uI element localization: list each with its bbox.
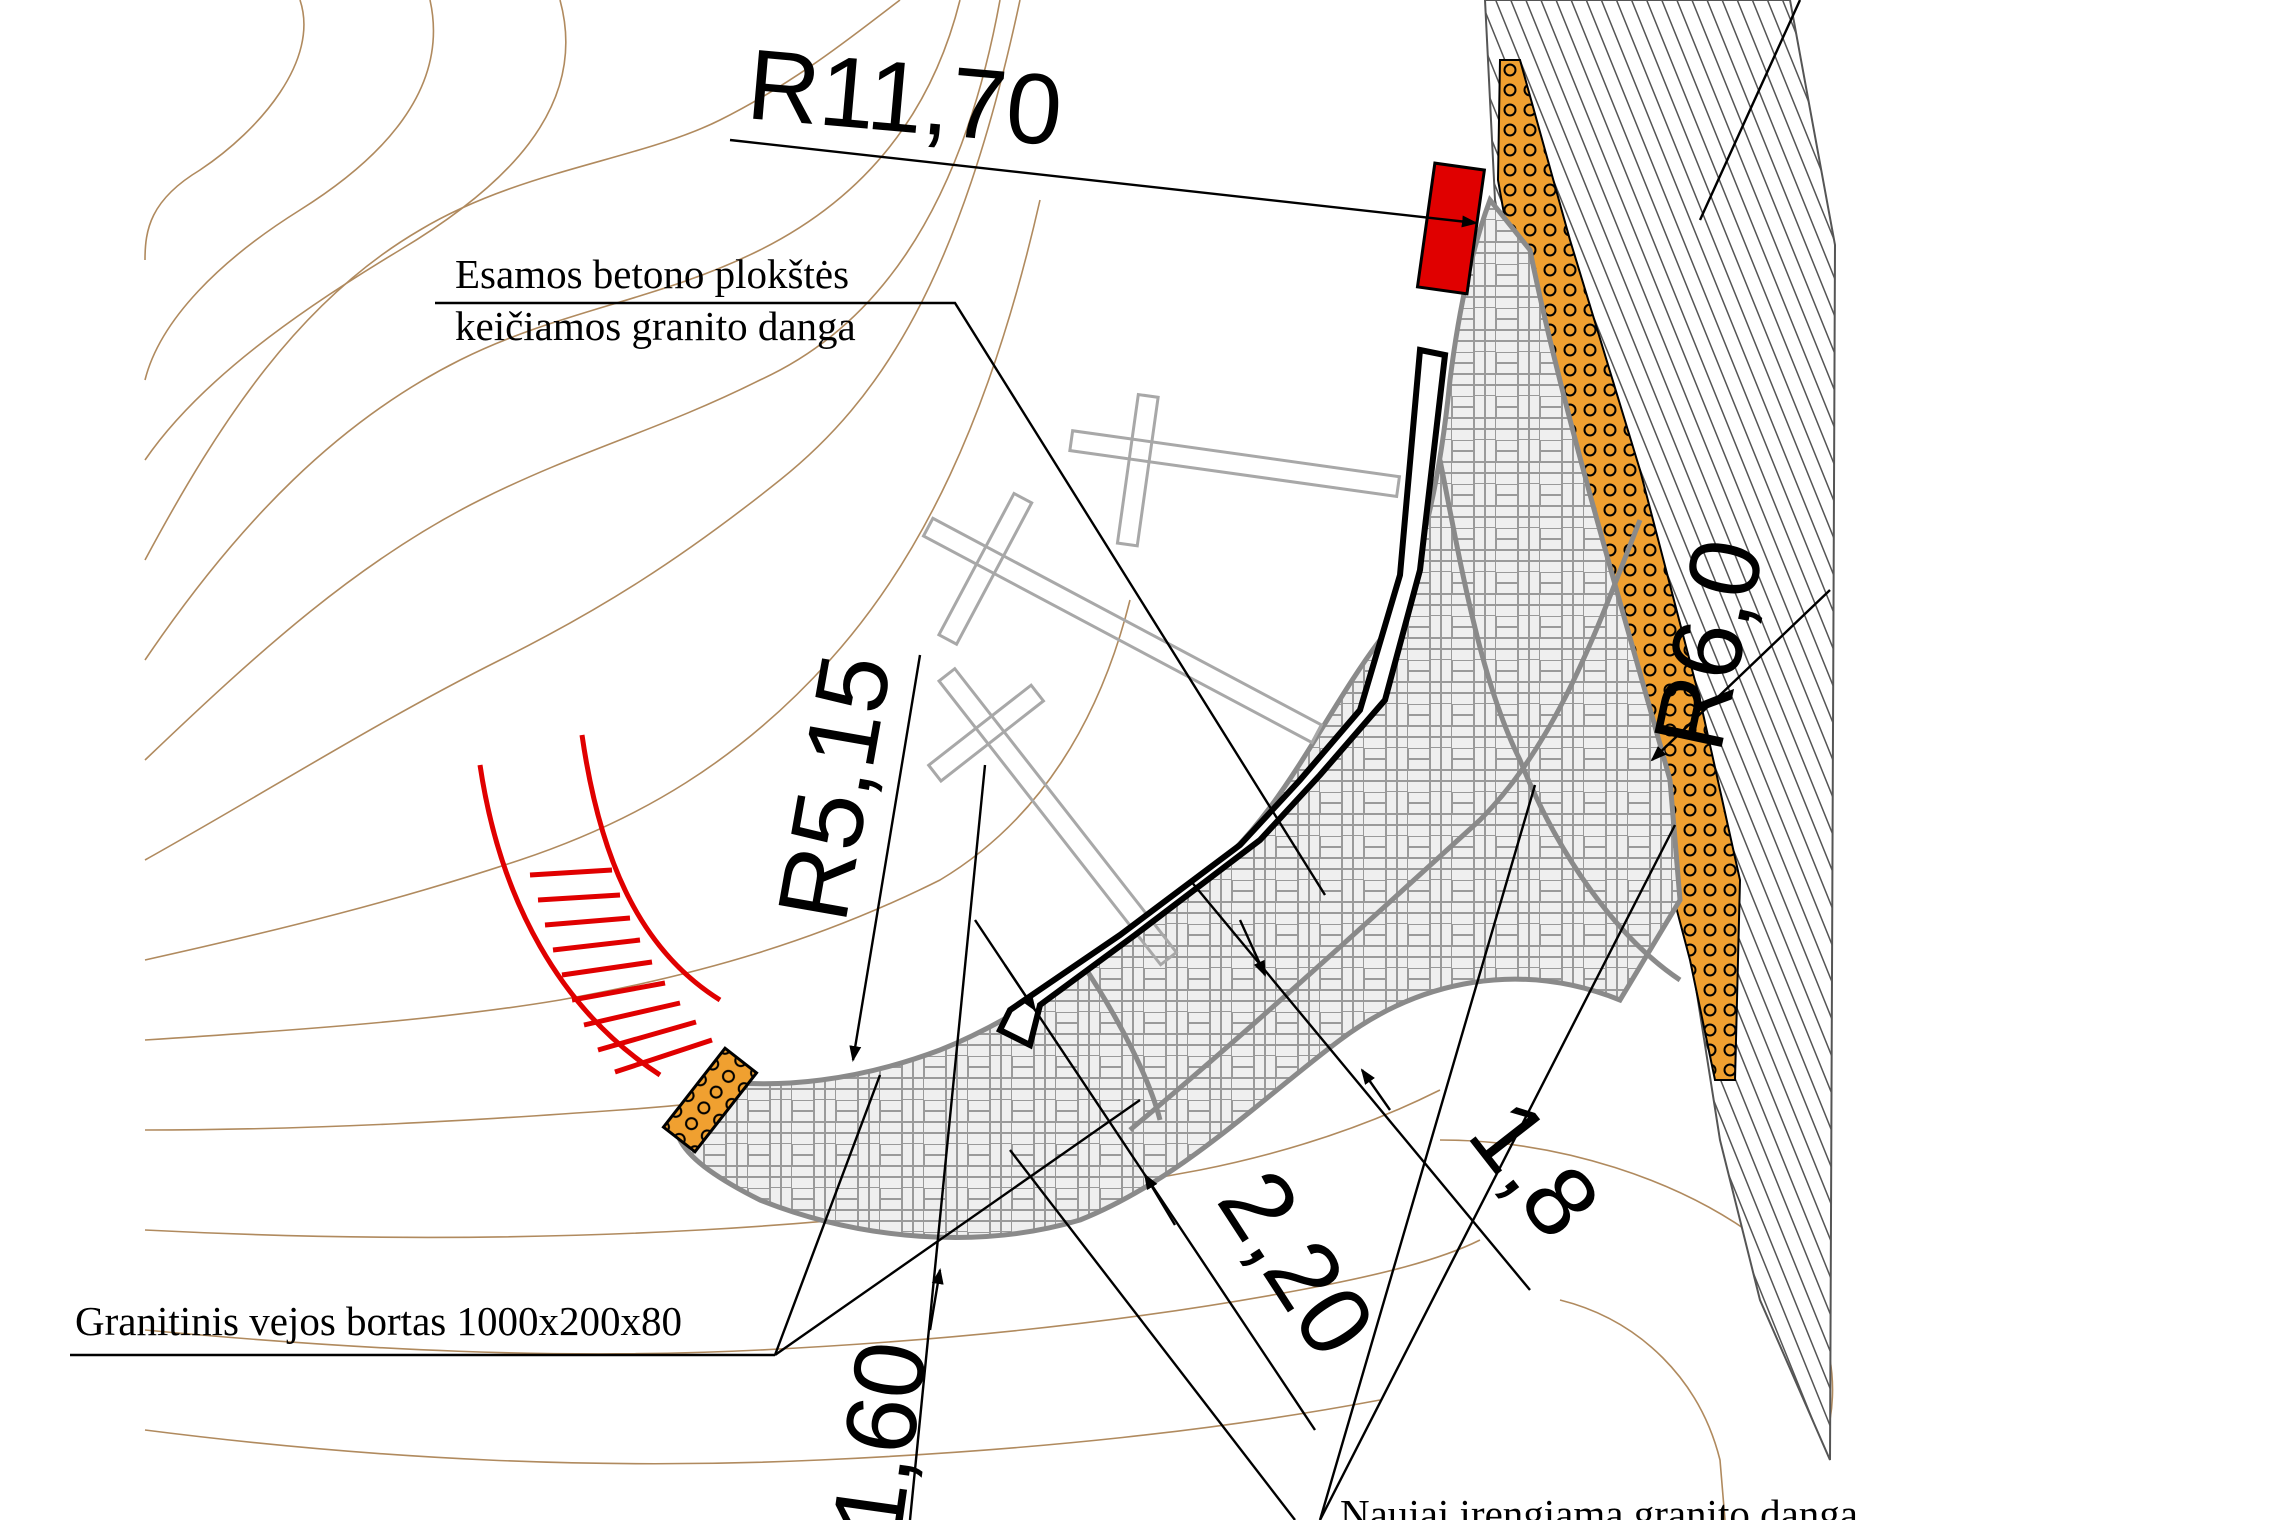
contour-line [144,1399,1381,1465]
note-new-granite-paving: Naujai įrengiama granito danga [1009,784,1858,1520]
note-new-granite-paving-label: Naujai įrengiama granito danga [1340,1491,1858,1520]
leader-line [774,1099,1141,1356]
cross-symbol [1068,392,1402,548]
contour-line [144,0,435,381]
dimension-arrow [928,1268,944,1331]
leader-line [1698,0,1802,221]
leader-line [1318,784,1537,1520]
note-existing-slabs-line1: Esamos betono plokštės [455,251,849,297]
granite-curb-outline [995,346,1449,1050]
dimension-r5-15: R5,15 [756,647,922,1062]
contour-line [144,0,1021,861]
dimension-line [729,138,1478,228]
contour-line [144,599,1131,1041]
paving-inner-edge [1077,958,1163,1121]
red-stairs [477,734,722,1078]
dimension-label-r11-70: R11,70 [743,28,1067,167]
dimension-arrow [1360,1068,1391,1111]
gravel-block [661,1046,759,1154]
grave-crosses [921,392,1402,967]
leader-line [773,1074,882,1356]
dimension-1-60: 1,60 [811,764,987,1520]
dimension-label-1-60: 1,60 [811,1335,949,1520]
contour-line [144,0,567,461]
note-granite-curb-label: Granitinis vejos bortas 1000x200x80 [75,1298,682,1344]
note-granite-curb: Granitinis vejos bortas 1000x200x80 [70,1074,1141,1357]
dimension-arrow [1143,1173,1177,1226]
dimension-arrow [1004,964,1037,1012]
contour-line [144,0,1001,761]
contour-line [144,199,1041,961]
leader-line [435,301,1327,896]
dimension-r11-70: R11,70 [729,28,1478,228]
contour-line [144,0,901,561]
dimension-label-2-20: 2,20 [1197,1151,1397,1375]
dimension-label-r5-15: R5,15 [756,647,913,929]
dimension-line [908,764,987,1520]
contour-line [144,0,305,261]
note-existing-slabs-line2: keičiamos granito danga [455,303,856,349]
leader-line [1009,1149,1296,1520]
cross-symbol [926,666,1179,967]
contour-line [1559,1299,1726,1520]
dimension-line [849,654,922,1062]
dimension-label-1-8: 1,8 [1448,1080,1622,1258]
dimension-line [1650,589,1831,762]
note-existing-slabs: Esamos betono plokštės keičiamos granito… [435,251,1327,896]
cross-symbol [921,491,1324,745]
paving-inner-edge [1128,519,1643,1132]
contour-line [144,1239,1481,1355]
dimension-arrow [1238,919,1267,977]
leader-line [1318,824,1677,1520]
red-marker [1415,161,1487,296]
